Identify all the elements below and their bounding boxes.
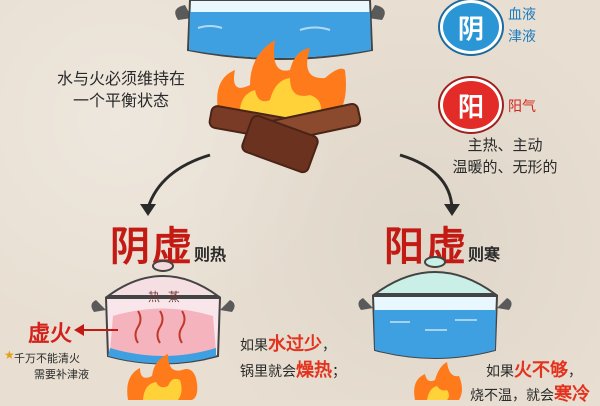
yin-deficiency-title: 阴虚 (110, 224, 194, 270)
yin-item-blood: 血液 (508, 7, 536, 23)
desc-prefix: 如果 (486, 364, 514, 380)
yin-deficiency-pot-illustration (91, 260, 235, 400)
yang-deficiency-pot-illustration (358, 256, 512, 400)
yang-deficiency-suffix: 则寒 (468, 245, 501, 264)
lid-knob (424, 256, 446, 268)
left-arrow-line (146, 153, 211, 209)
yang-badge: 阳 (440, 78, 502, 132)
fire-flames (127, 354, 198, 400)
left-arrowhead (140, 204, 156, 216)
false-fire-arrow (74, 324, 118, 336)
lid-knob (152, 260, 174, 272)
balance-intro-text: 水与火必须维持在 一个平衡状态 (36, 68, 206, 112)
right-arrowhead (444, 204, 460, 216)
warning-line-1: 千万不能清火 (14, 352, 80, 365)
pot-lid (104, 275, 222, 297)
desc-highlight-fire: 火不够 (514, 360, 568, 381)
desc-suffix: ， (322, 338, 336, 354)
heat-waves (134, 310, 186, 344)
intro-line-2: 一个平衡状态 (72, 91, 169, 110)
pot-water (374, 310, 496, 358)
desc-prefix: 锅里就会 (240, 364, 296, 380)
yang-deficiency-desc-line-1: 如果火不够， (486, 356, 582, 382)
pot-water (189, 12, 371, 58)
yang-description: 主热、主动 温暖的、无形的 (430, 134, 580, 178)
false-fire-label: 虚火 (28, 322, 73, 347)
pot-right-handle (368, 5, 385, 20)
yang-label: 阳气 (508, 99, 536, 115)
yin-items: 血液 津液 (508, 4, 536, 48)
pot-left-handle (175, 5, 192, 20)
yin-deficiency-suffix: 则热 (194, 245, 227, 264)
fire-flames (217, 40, 346, 120)
yin-badge: 阴 (440, 0, 502, 54)
firewood-logs (208, 103, 362, 174)
branch-arrows (140, 153, 460, 216)
yin-deficiency-desc-line-2: 锅里就会燥热； (240, 356, 346, 382)
yang-desc-line-1: 主热、主动 (467, 136, 543, 154)
yin-item-fluids: 津液 (508, 29, 536, 45)
steam-label: 热 蒸 (148, 290, 182, 304)
balanced-pot-illustration (175, 0, 385, 174)
desc-prefix: 如果 (240, 338, 268, 354)
small-fire-flames (414, 362, 462, 400)
yang-desc-line-2: 温暖的、无形的 (452, 158, 558, 176)
warning-star-icon: ★ (4, 348, 15, 362)
pot-lid (371, 271, 499, 295)
yin-deficiency-heading: 阴虚则热 (110, 214, 226, 272)
low-water (108, 348, 216, 364)
desc-highlight-dry-heat: 燥热 (296, 360, 332, 381)
yang-deficiency-desc-line-2: 烧不温，就会寒冷 (470, 380, 590, 406)
yin-deficiency-desc-line-1: 如果水过少， (240, 330, 336, 356)
desc-suffix: ， (568, 364, 582, 380)
desc-highlight-cold: 寒冷 (554, 384, 590, 405)
desc-highlight-water: 水过少 (268, 334, 322, 355)
steam-area (110, 308, 216, 359)
intro-line-1: 水与火必须维持在 (56, 69, 185, 88)
warning-line-2: 需要补津液 (34, 368, 89, 381)
desc-suffix: ； (332, 364, 346, 380)
desc-prefix: 烧不温，就会 (470, 388, 554, 404)
right-arrow-line (399, 153, 454, 209)
